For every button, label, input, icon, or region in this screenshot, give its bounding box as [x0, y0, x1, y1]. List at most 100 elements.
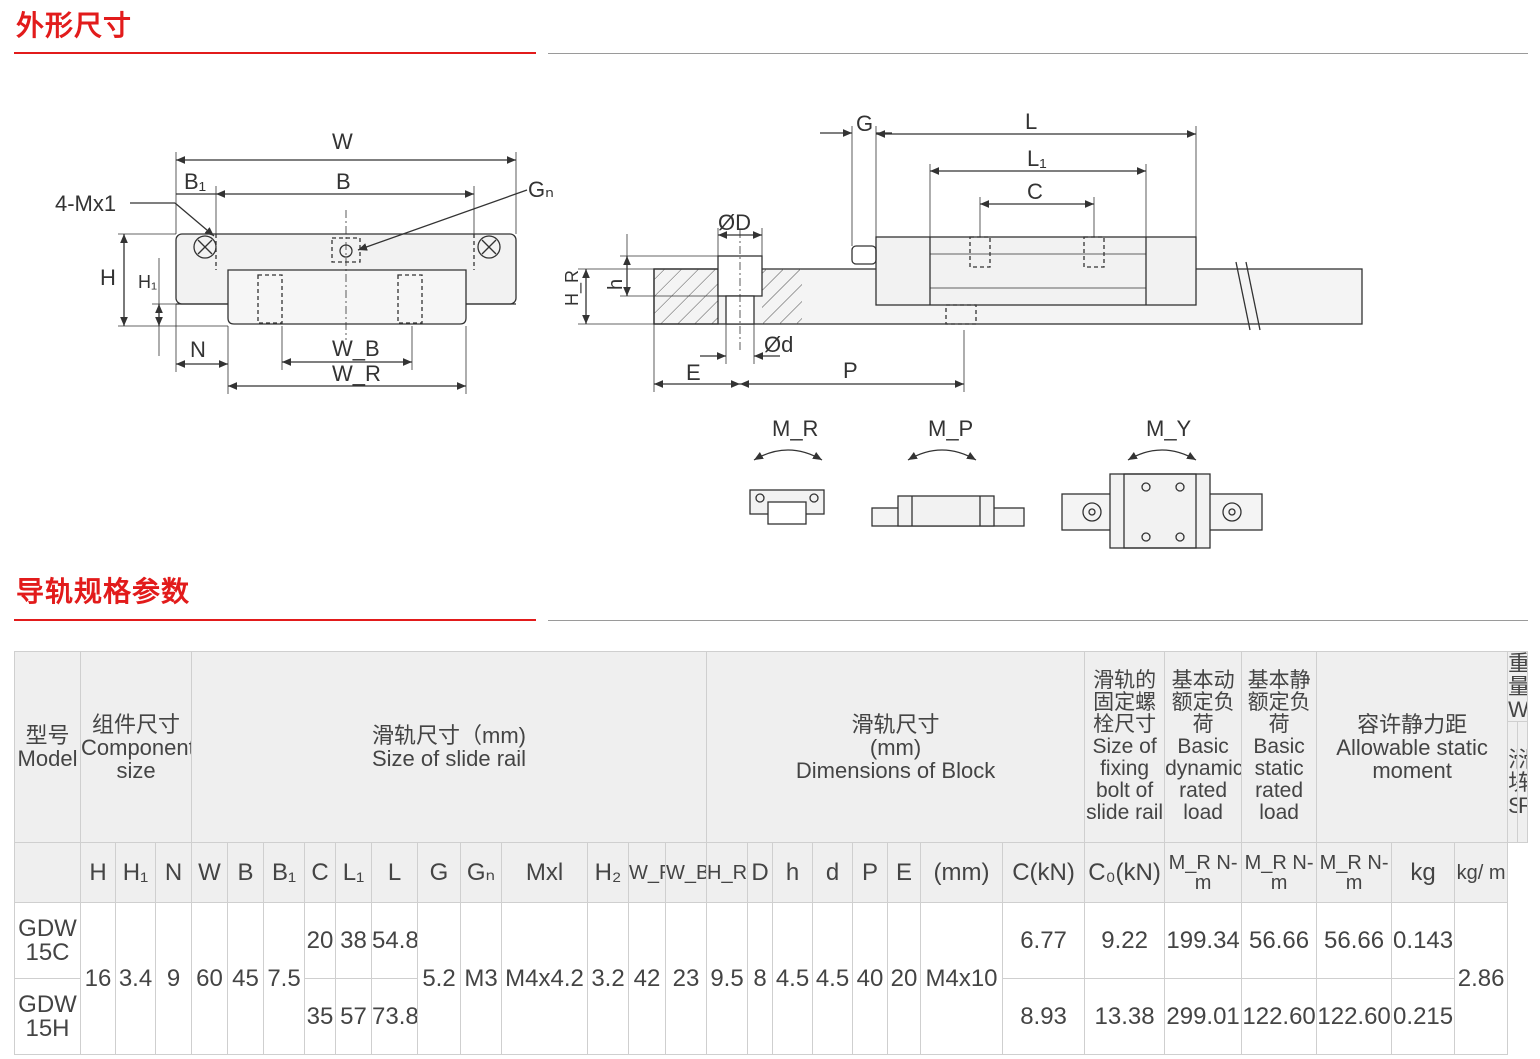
- label-4-mx1: 4-Mx1: [55, 191, 116, 216]
- label-h-small: h: [605, 279, 627, 290]
- table-cell: 122.60: [1316, 978, 1393, 1056]
- label-l: L: [1025, 109, 1037, 134]
- label-b1: B₁: [184, 169, 206, 194]
- col-e: E: [887, 842, 922, 904]
- table-cell: 299.01: [1164, 978, 1243, 1056]
- label-h: H: [100, 265, 116, 290]
- table-cell: 38: [335, 902, 372, 980]
- table-cell: 0.143: [1391, 902, 1456, 980]
- table-cell: 45: [227, 902, 264, 1056]
- label-e: E: [686, 360, 701, 385]
- table-cell: 40: [852, 902, 889, 1056]
- table-cell: 7.5: [263, 902, 305, 1056]
- table-cell: M3: [460, 902, 502, 1056]
- table-cell: 56.66: [1316, 902, 1393, 980]
- outline-section-title: 外形尺寸: [16, 10, 133, 41]
- label-h1: H₁: [138, 272, 157, 292]
- table-cell: 23: [664, 902, 708, 1056]
- table-cell: 122.60: [1241, 978, 1318, 1056]
- table-cell: 3.2: [587, 902, 629, 1056]
- col-l: L: [371, 842, 418, 904]
- header-rails: 滑轨Rails: [1517, 721, 1528, 844]
- col-h-small: h: [772, 842, 814, 904]
- table-cell: 0.215: [1391, 978, 1456, 1056]
- table-cell: 73.8: [371, 978, 418, 1056]
- label-my: M_Y: [1146, 416, 1192, 441]
- col-n: N: [155, 842, 192, 904]
- col-mxl: Mxl: [501, 842, 588, 904]
- table-cell: 9.22: [1084, 902, 1166, 980]
- col-mr-3: M_R N-m: [1316, 842, 1393, 904]
- label-mp: M_P: [928, 416, 973, 441]
- moment-icons: [749, 449, 1263, 549]
- col-kg: kg: [1391, 842, 1456, 904]
- col-wb: W_B: [664, 842, 708, 904]
- header-slider: 滑块Slider: [1507, 721, 1519, 844]
- table-cell: 9: [155, 902, 192, 1056]
- col-w: W: [191, 842, 228, 904]
- col-h2: H₂: [587, 842, 629, 904]
- col-g: G: [417, 842, 461, 904]
- table-cell: 8: [747, 902, 774, 1056]
- front-view: [118, 152, 528, 394]
- table-cell: M4x4.2: [501, 902, 588, 1056]
- header-weight: 重量Weight: [1507, 650, 1528, 723]
- col-bolt-unit: (mm): [920, 842, 1004, 904]
- col-c0-kn: C₀(kN): [1084, 842, 1166, 904]
- col-wr: W_R: [628, 842, 666, 904]
- technical-drawing: W B B₁ Gₙ 4-Mx1 H H₁ N W_B W_R: [55, 109, 1363, 549]
- label-mr: M_R: [772, 416, 818, 441]
- table-cell: 35: [304, 978, 336, 1056]
- table-cell: 42: [628, 902, 666, 1056]
- table-cell: 13.38: [1084, 978, 1166, 1056]
- label-b: B: [336, 169, 351, 194]
- col-p: P: [852, 842, 889, 904]
- label-n: N: [190, 337, 206, 362]
- spec-underline-red: [14, 619, 536, 621]
- spec-underline-gray: [548, 620, 1528, 621]
- table-cell: 8.93: [1002, 978, 1086, 1056]
- table-cell: 56.66: [1241, 902, 1318, 980]
- col-gn: Gₙ: [460, 842, 502, 904]
- table-cell: 2.86: [1454, 902, 1509, 1056]
- col-l1: L₁: [335, 842, 372, 904]
- table-cell: 54.8: [371, 902, 418, 980]
- table-cell: 3.4: [115, 902, 156, 1056]
- col-c: C: [304, 842, 336, 904]
- label-wb: W_B: [332, 336, 380, 361]
- table-cell: 20: [304, 902, 336, 980]
- col-h: H: [80, 842, 116, 904]
- title-underline-red: [14, 52, 536, 54]
- table-cell: 57: [335, 978, 372, 1056]
- col-mr-2: M_R N-m: [1241, 842, 1318, 904]
- col-mr-1: M_R N-m: [1164, 842, 1243, 904]
- table-cell: 4.5: [812, 902, 854, 1056]
- table-cell: 20: [887, 902, 922, 1056]
- table-cell: [14, 842, 81, 904]
- table-cell: 16: [80, 902, 116, 1056]
- label-gn: Gₙ: [528, 177, 554, 202]
- label-hr: H_R: [562, 270, 583, 306]
- table-cell: M4x10: [920, 902, 1004, 1056]
- col-hr: H_R: [706, 842, 749, 904]
- col-d-small: d: [812, 842, 854, 904]
- table-cell: 6.77: [1002, 902, 1086, 980]
- label-c: C: [1027, 179, 1043, 204]
- label-l1: L₁: [1027, 146, 1047, 171]
- label-od: ØD: [718, 210, 751, 235]
- col-d: D: [747, 842, 774, 904]
- side-view-labels: G L L₁ C ØD H_R h Ød E P: [562, 109, 1047, 385]
- label-d-small: Ød: [764, 332, 793, 357]
- header-block: 滑轨尺寸(mm)Dimensions of Block: [706, 650, 1086, 844]
- table-cell: 199.34: [1164, 902, 1243, 980]
- label-wr: W_R: [332, 361, 381, 386]
